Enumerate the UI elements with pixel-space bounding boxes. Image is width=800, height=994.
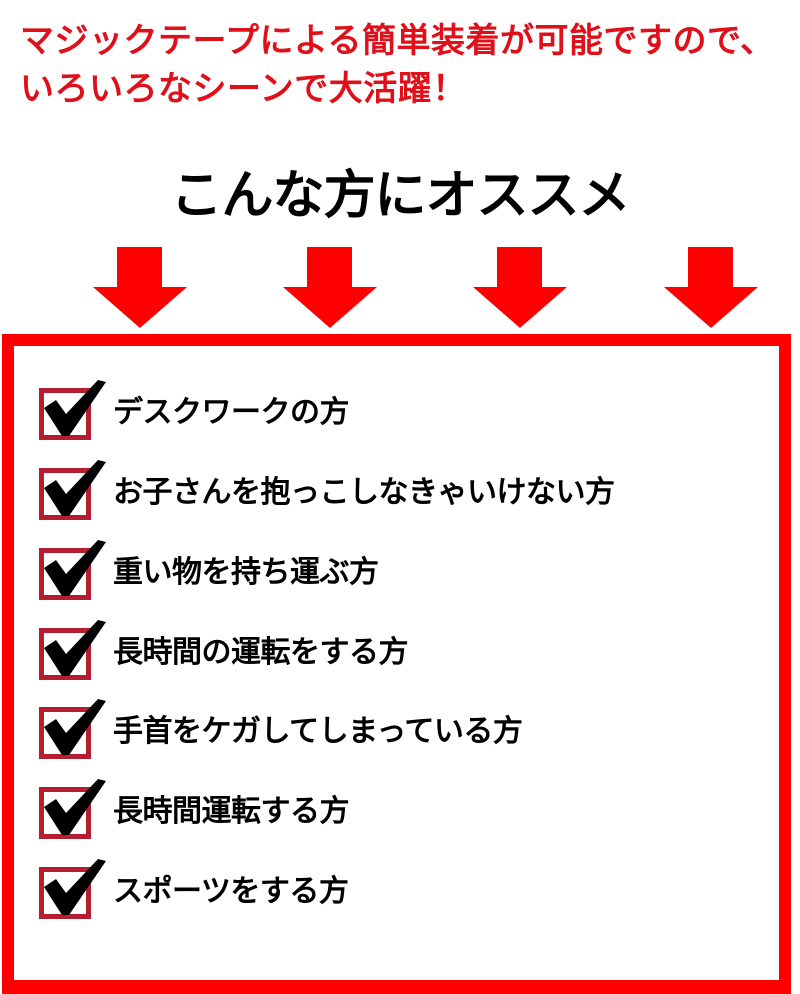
list-item: 手首をケガしてしまっている方 (14, 699, 774, 767)
item-label: 重い物を持ち運ぶ方 (113, 555, 379, 590)
checkmark-icon (44, 540, 106, 596)
item-label: お子さんを抱っこしなきゃいけない方 (113, 475, 615, 510)
headline: マジックテープによる簡単装着が可能ですので、 いろいろなシーンで大活躍！ (20, 18, 775, 114)
list-item: 長時間の運転をする方 (14, 620, 774, 688)
down-arrow-icon (473, 247, 567, 328)
checkmark-icon (44, 779, 106, 835)
item-label: デスクワークの方 (113, 395, 350, 430)
headline-line-2: いろいろなシーンで大活躍！ (20, 69, 467, 109)
checkmark-icon (44, 859, 106, 915)
checkmark-icon (44, 699, 106, 755)
list-item: 長時間運転する方 (14, 779, 774, 847)
item-label: 長時間運転する方 (113, 794, 350, 829)
list-item: デスクワークの方 (14, 380, 774, 448)
item-label: 長時間の運転をする方 (113, 635, 409, 670)
list-item: 重い物を持ち運ぶ方 (14, 540, 774, 608)
checkmark-icon (44, 620, 106, 676)
list-item: スポーツをする方 (14, 859, 774, 927)
item-label: 手首をケガしてしまっている方 (113, 714, 523, 749)
checkmark-icon (44, 380, 106, 436)
down-arrow-icon (664, 247, 758, 328)
recommendation-box: デスクワークの方 お子さんを抱っこしなきゃいけない方 重い物を持ち運ぶ方 長時間… (2, 334, 791, 994)
down-arrow-icon (283, 247, 377, 328)
section-title: こんな方にオススメ (170, 166, 630, 226)
headline-line-1: マジックテープによる簡単装着が可能ですので、 (20, 21, 775, 61)
list-item: お子さんを抱っこしなきゃいけない方 (14, 460, 774, 528)
item-label: スポーツをする方 (113, 874, 349, 909)
down-arrow-icon (93, 247, 187, 328)
checkmark-icon (44, 460, 106, 516)
